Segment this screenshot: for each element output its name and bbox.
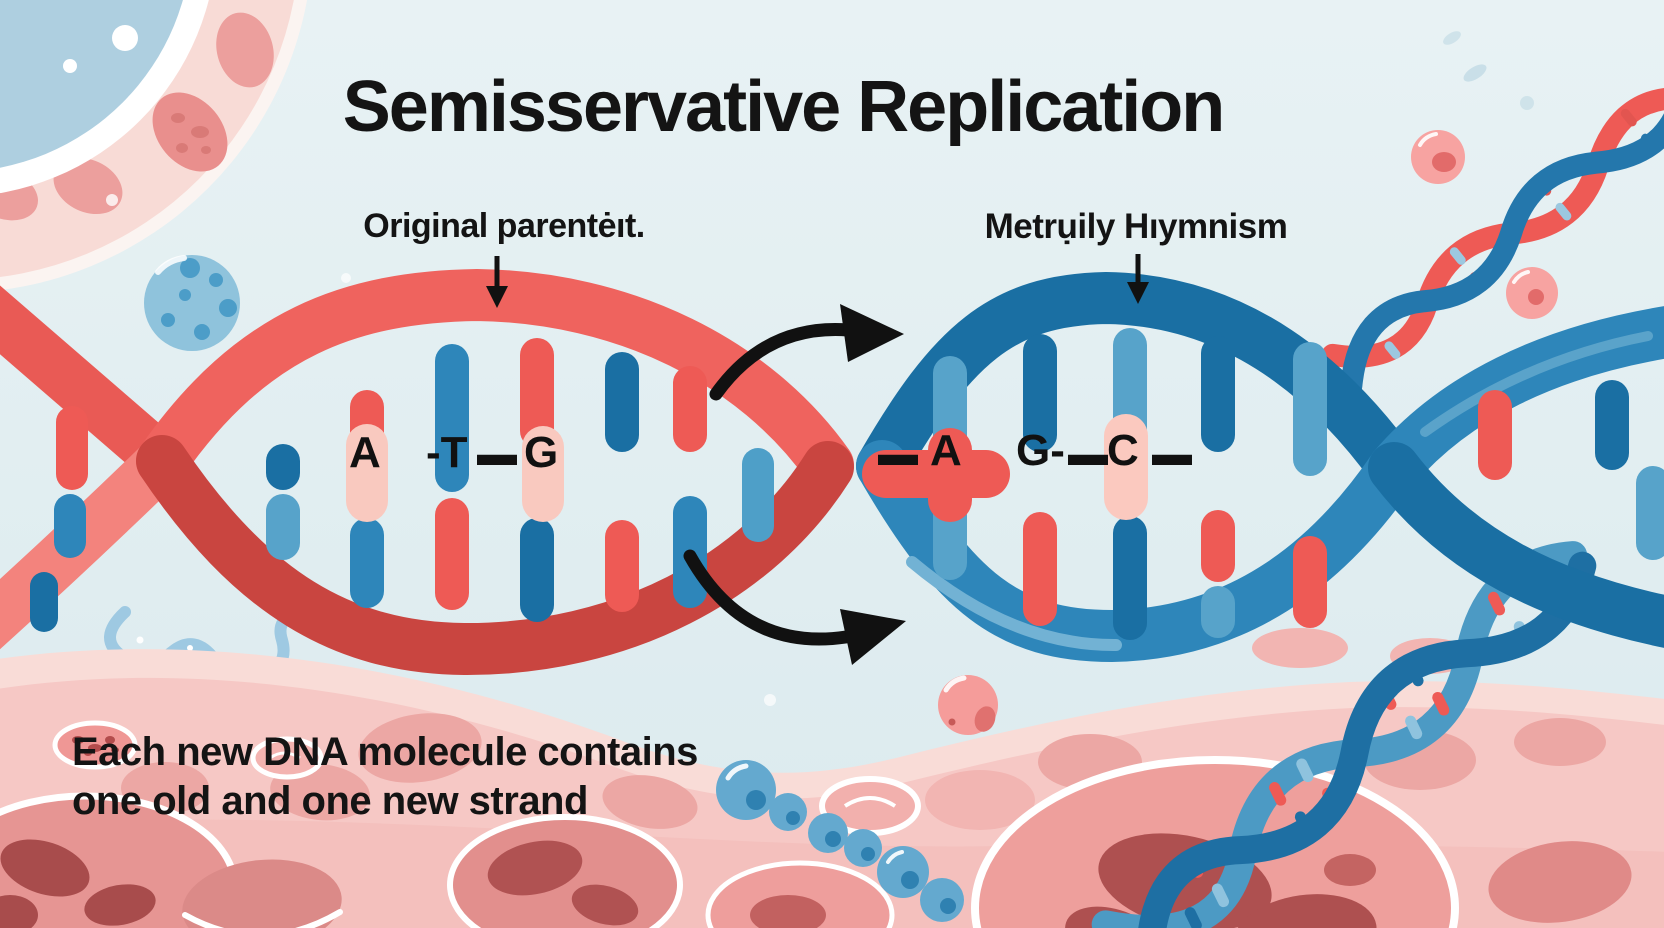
base-pill-a-new-v — [928, 428, 972, 522]
base-bond-left-icon: — — [477, 396, 517, 512]
page-title: Semisservative Replication — [342, 67, 1225, 147]
label-arrow-left-icon — [486, 256, 508, 308]
base-bond-right-3-icon: — — [1152, 396, 1192, 512]
speckled-cell — [52, 720, 138, 770]
base-letter-left-t: -T — [426, 428, 468, 477]
caption: Each new DNA molecule contains one old a… — [72, 728, 698, 826]
base-bond-right-1-icon: — — [878, 396, 918, 512]
cell-bottom-center — [447, 814, 683, 928]
base-letter-left-a: A — [349, 428, 381, 477]
caption-line-2: one old and one new strand — [72, 779, 588, 823]
helix-bottom-right — [1091, 541, 1597, 928]
replication-arrow-bottom-icon — [683, 549, 906, 665]
label-original-parent: Original parentėıt. — [363, 207, 645, 245]
cell-bottom-mid-right — [705, 860, 895, 928]
label-arrow-right-icon — [1127, 254, 1149, 304]
base-pill-c — [1104, 414, 1148, 520]
virus-cell — [144, 255, 240, 351]
base-pill-g — [522, 426, 564, 522]
mini-helix-top-right — [1321, 87, 1664, 397]
base-letter-right-a: A — [930, 426, 962, 475]
swirl-vesicle-1 — [250, 736, 324, 780]
label-new-molecule: Metrụily Hıymnism — [984, 207, 1288, 246]
caption-line-1: Each new DNA molecule contains — [72, 730, 698, 774]
replication-arrow-top-icon — [709, 304, 904, 401]
cell-right-blob — [1488, 841, 1632, 923]
pink-vesicles — [938, 130, 1558, 735]
bead-chain — [716, 760, 964, 922]
base-letter-right-g: G- — [1016, 426, 1065, 475]
base-bond-right-2-icon: — — [1068, 396, 1108, 512]
base-letter-right-c: C — [1107, 426, 1139, 475]
daughter-dna-helix — [856, 271, 1664, 663]
corner-cell — [0, 0, 307, 291]
background-dots — [106, 31, 1534, 706]
base-pill-a — [346, 424, 388, 522]
parent-dna-helix — [0, 268, 854, 676]
base-letter-left-g: G — [524, 428, 559, 477]
